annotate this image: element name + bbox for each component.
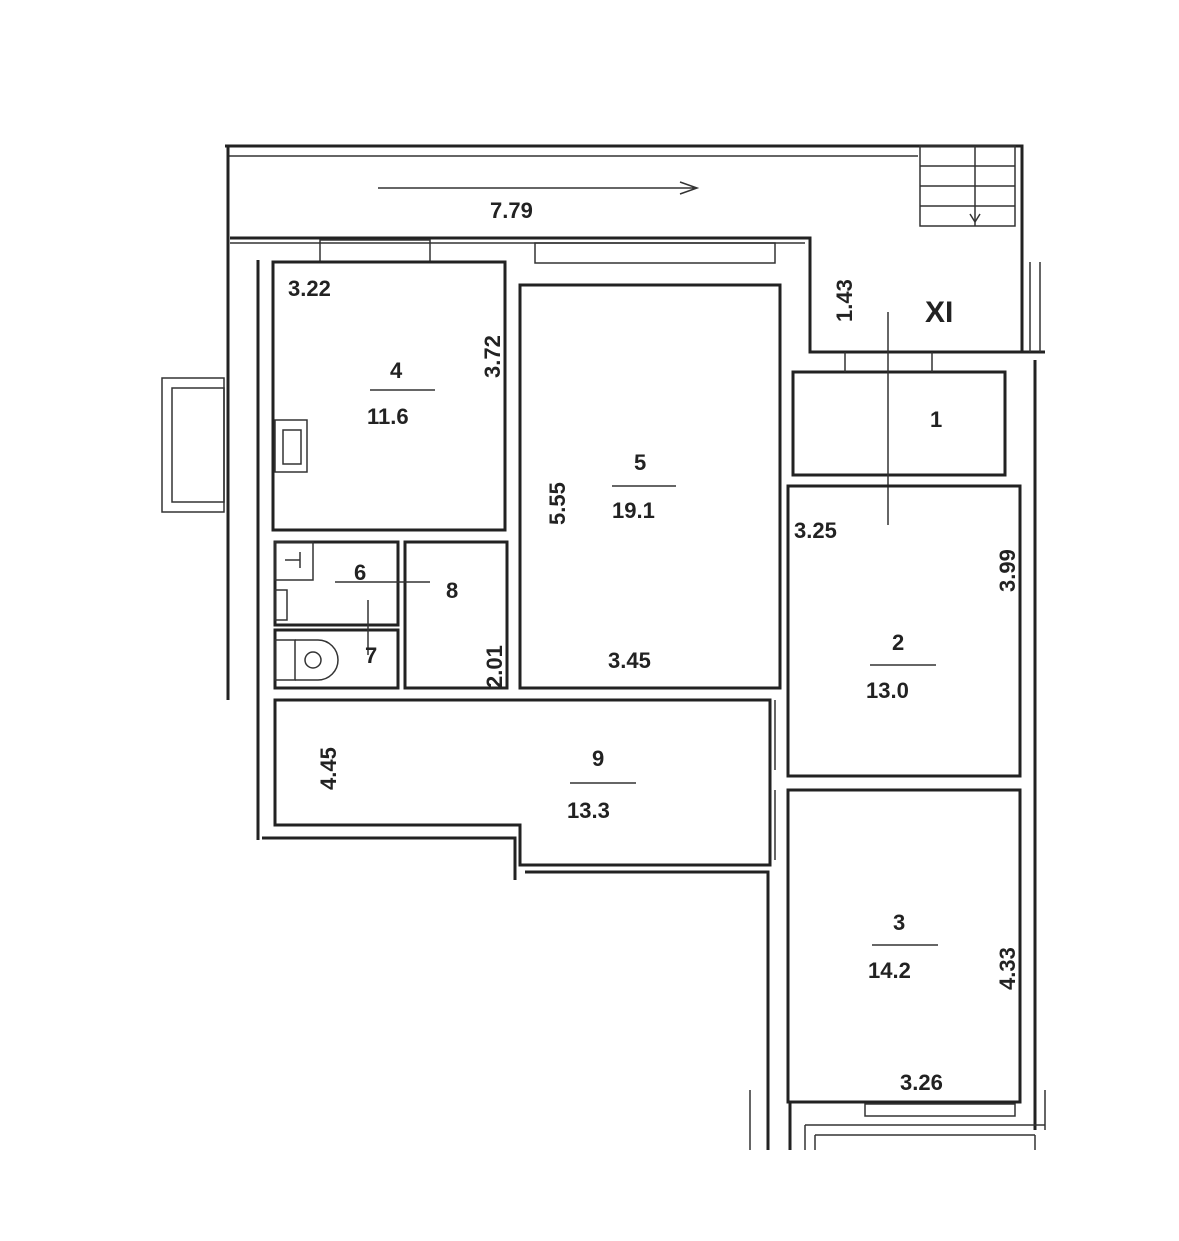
room-9-outline (273, 698, 772, 867)
room-5-number: 5 (634, 450, 646, 475)
dim-room9-length: 4.45 (316, 747, 341, 790)
room-6-number: 6 (354, 560, 366, 585)
corridor-length: 7.79 (490, 198, 533, 223)
room-3-area: 14.2 (868, 958, 911, 983)
dim-room5-width: 3.45 (608, 648, 651, 673)
dim-room4-width: 3.22 (288, 276, 331, 301)
room-9-number: 9 (592, 746, 604, 771)
room-6-outline (273, 540, 400, 627)
room-1-number: 1 (930, 407, 942, 432)
walls (161, 144, 1046, 1150)
room-4-area: 11.6 (367, 404, 409, 429)
room-2-outline (786, 484, 1022, 778)
room-3-outline (786, 788, 1022, 1104)
stairs (919, 145, 1016, 227)
dim-room4-length: 3.72 (480, 335, 505, 378)
section-label: XI (925, 296, 953, 329)
room-2-number: 2 (892, 630, 904, 655)
dim-room3-width: 3.26 (900, 1070, 943, 1095)
room-9-area: 13.3 (567, 798, 610, 823)
room-8-outline (403, 540, 509, 690)
direction-arrow (378, 181, 700, 195)
dim-section-width: 1.43 (832, 279, 857, 322)
room-7-number: 7 (365, 643, 377, 668)
room-4-number: 4 (390, 358, 403, 383)
room-1-outline (791, 370, 1007, 477)
room-4-outline (271, 260, 507, 532)
dim-room3-length: 4.33 (995, 947, 1020, 990)
room-2-area: 13.0 (866, 678, 909, 703)
dim-room5-length: 5.55 (545, 482, 570, 525)
room-3-number: 3 (893, 910, 905, 935)
room-5-area: 19.1 (612, 498, 655, 523)
dim-room2-width: 3.25 (794, 518, 837, 543)
dim-room2-length: 3.99 (995, 549, 1020, 592)
dim-room8-length: 2.01 (482, 645, 507, 688)
room-8-number: 8 (446, 578, 458, 603)
room-5-outline (518, 283, 782, 690)
